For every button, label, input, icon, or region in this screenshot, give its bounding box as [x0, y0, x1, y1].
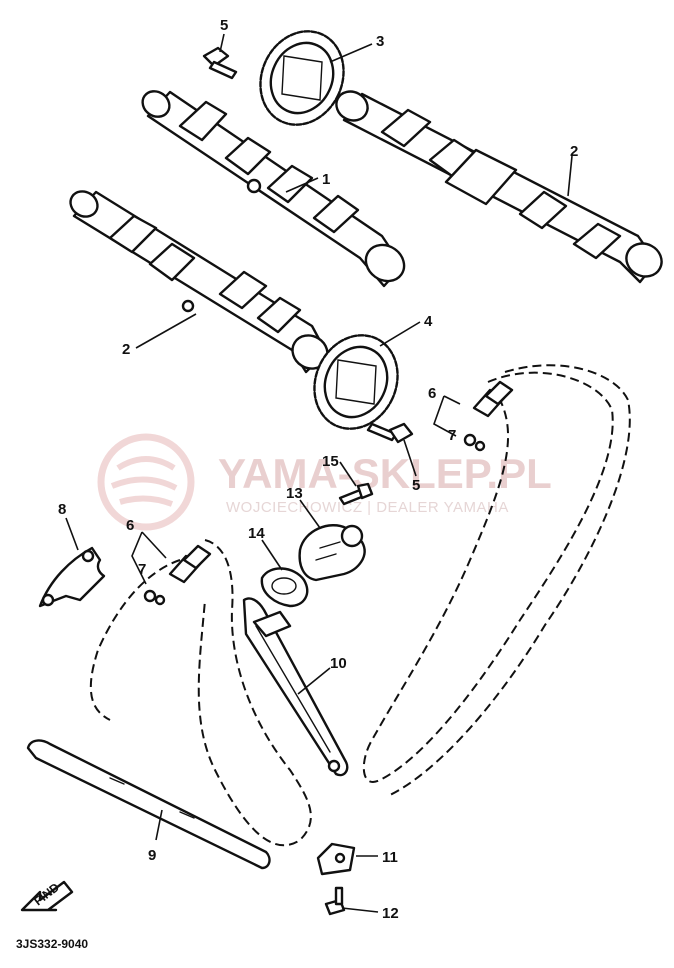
callout-13: 13	[286, 485, 303, 502]
cam-sprocket-3	[259, 30, 345, 126]
callout-6-left: 6	[126, 517, 134, 534]
chain-pin-7-left	[143, 589, 166, 606]
camshaft-2-right	[335, 90, 663, 284]
diagram-code: 3JS332-9040	[16, 937, 88, 951]
cam-sprocket-4	[313, 334, 399, 430]
chain-link-6-right	[472, 380, 514, 418]
callout-5-lower: 5	[412, 477, 420, 494]
callout-10: 10	[330, 655, 347, 672]
callout-6-right: 6	[428, 385, 436, 402]
camshaft-2-left	[69, 190, 329, 374]
leader-lines	[65, 33, 573, 913]
callout-2-left: 2	[122, 341, 130, 358]
callout-15: 15	[322, 453, 339, 470]
watermark-title: YAMA-SKLEP.PL	[218, 450, 552, 497]
callout-5-upper: 5	[220, 17, 228, 34]
watermark-logo	[97, 433, 195, 531]
chain-link-6-left	[168, 544, 212, 584]
watermark: YAMA-SKLEP.PL WOJCIECHOWICZ | DEALER YAM…	[97, 433, 552, 531]
callout-2-right: 2	[570, 143, 578, 160]
stopper-plate-11	[316, 842, 356, 876]
chain-pin-7-right	[463, 433, 486, 452]
camshaft-1	[141, 90, 406, 288]
watermark-subtitle: WOJCIECHOWICZ | DEALER YAMAHA	[226, 499, 509, 516]
chain-guide-9	[26, 739, 271, 870]
callout-12: 12	[382, 905, 399, 922]
callout-14: 14	[248, 525, 265, 542]
callout-8: 8	[58, 501, 66, 518]
callout-11: 11	[382, 849, 398, 866]
tensioner-assembly-13	[298, 524, 366, 582]
bolt-15	[338, 482, 374, 506]
gasket-14	[260, 567, 309, 608]
bolt-5-lower	[366, 422, 414, 444]
callout-9: 9	[148, 847, 156, 864]
callout-1: 1	[322, 171, 330, 188]
find-arrow: FIND	[20, 880, 74, 912]
callout-4: 4	[424, 313, 433, 330]
callout-3: 3	[376, 33, 384, 50]
bracket-8	[38, 546, 106, 608]
callout-7-right: 7	[448, 427, 456, 444]
timing-chain	[89, 364, 631, 847]
bolt-12	[324, 886, 346, 916]
tensioner-guide-10	[242, 597, 349, 777]
callout-7-left: 7	[138, 561, 146, 578]
callout-labels: 5 3 1 2 2 4 6 7 5 15 13 14 10 8 6 7 9 11…	[58, 17, 578, 922]
bolt-5-upper	[202, 46, 238, 80]
